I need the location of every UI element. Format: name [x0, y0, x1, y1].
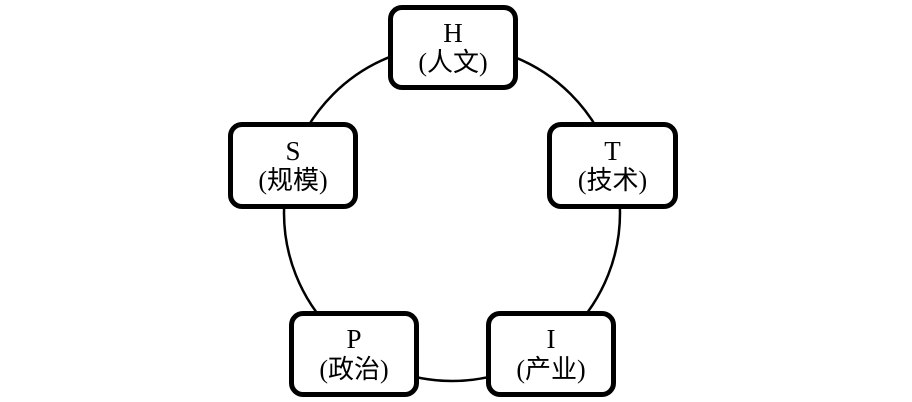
node-label: (规模) — [258, 166, 328, 196]
node-label: (技术) — [577, 166, 648, 196]
node-code: S — [285, 135, 301, 166]
node-s-scale: S (规模) — [228, 122, 358, 209]
node-code: H — [443, 17, 463, 48]
node-code: T — [604, 135, 621, 166]
node-h-humanities: H (人文) — [388, 5, 518, 90]
node-code: P — [346, 324, 362, 355]
node-label: (产业) — [516, 354, 586, 384]
node-label: (人文) — [418, 48, 488, 78]
node-i-industry: I (产业) — [486, 311, 616, 397]
node-code: I — [546, 324, 556, 355]
node-t-technology: T (技术) — [547, 122, 678, 209]
node-p-politics: P (政治) — [289, 311, 419, 397]
node-label: (政治) — [319, 354, 389, 384]
